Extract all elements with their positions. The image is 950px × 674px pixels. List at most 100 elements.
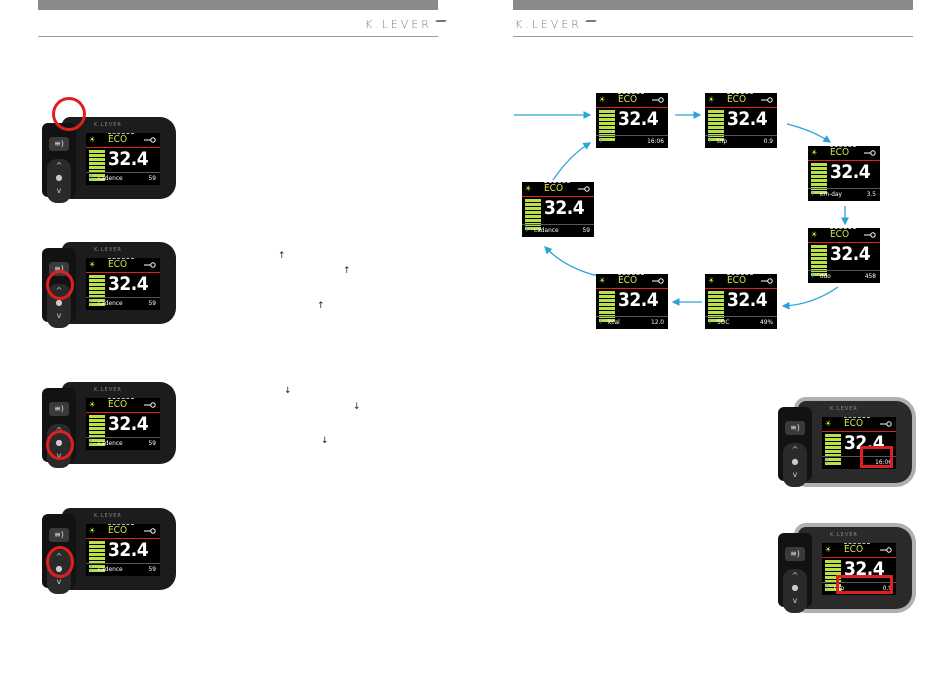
assist-bar xyxy=(89,415,105,418)
info-value: 16:06 xyxy=(647,137,664,145)
info-value: 0.9 xyxy=(763,137,773,145)
menu-button[interactable]: ≡) xyxy=(49,402,69,416)
key-icon xyxy=(652,97,664,103)
assist-bar xyxy=(89,295,105,298)
bluetooth-icon: ᛒ xyxy=(708,317,713,325)
assist-bar xyxy=(89,419,105,422)
key-icon xyxy=(144,528,156,534)
assist-bar xyxy=(825,454,841,457)
highlight-top-button xyxy=(52,97,86,131)
device-logo: K.LEVER xyxy=(830,532,858,538)
assist-bar xyxy=(599,118,615,121)
assist-bar xyxy=(599,114,615,117)
assist-bar xyxy=(811,179,827,182)
assist-bar xyxy=(599,303,615,306)
assist-bar xyxy=(708,291,724,294)
assist-bar xyxy=(708,307,724,310)
device-logo: K.LEVER xyxy=(94,122,122,128)
assist-bar xyxy=(89,545,105,548)
value-divider xyxy=(86,172,160,173)
assist-bar xyxy=(825,564,841,567)
key-icon xyxy=(864,232,876,238)
light-icon: ☀ xyxy=(811,230,818,239)
assist-level-bars xyxy=(825,560,841,592)
assist-bar xyxy=(811,253,827,256)
speed-value: 32.4 xyxy=(727,289,768,311)
dash-line xyxy=(727,274,753,276)
assist-level-bars xyxy=(89,150,105,182)
assist-bar xyxy=(89,174,105,177)
assist-bar xyxy=(89,431,105,434)
value-divider xyxy=(808,188,880,189)
assist-bar xyxy=(89,162,105,165)
brand-logo-left: K.LEVER xyxy=(365,18,432,31)
assist-bar xyxy=(89,435,105,438)
assist-mode: ECO xyxy=(618,94,638,105)
menu-button[interactable]: ≡) xyxy=(785,421,805,435)
dash-line xyxy=(830,228,856,230)
value-divider xyxy=(822,456,896,457)
assist-bar xyxy=(89,427,105,430)
red-divider xyxy=(808,160,880,161)
nav-buttons: ^●v xyxy=(783,443,807,487)
info-value: 0.9 xyxy=(882,584,892,592)
assist-level-bars xyxy=(89,275,105,307)
assist-bar xyxy=(525,211,541,214)
assist-bar xyxy=(708,311,724,314)
info-value: 59 xyxy=(148,565,156,573)
light-icon: ☀ xyxy=(825,419,832,428)
light-icon: ☀ xyxy=(89,135,96,144)
dash-line xyxy=(108,398,134,400)
assist-bar xyxy=(599,307,615,310)
assist-mode: ECO xyxy=(830,229,850,240)
arrow-up-icon: ↑ xyxy=(278,251,286,261)
info-label: trip xyxy=(834,584,845,592)
speed-value: 32.4 xyxy=(544,197,585,219)
red-divider xyxy=(822,431,896,432)
bluetooth-icon: ᛒ xyxy=(89,564,94,572)
assist-bar xyxy=(599,291,615,294)
value-divider xyxy=(705,316,777,317)
assist-bar xyxy=(708,319,724,322)
brand-logo-right: K.LEVER xyxy=(515,18,582,31)
assist-bar xyxy=(89,423,105,426)
bluetooth-icon: ᛒ xyxy=(811,189,816,197)
value-divider xyxy=(596,316,668,317)
assist-bar xyxy=(811,261,827,264)
menu-button[interactable]: ≡) xyxy=(785,547,805,561)
assist-bar xyxy=(599,319,615,322)
info-value: 12.0 xyxy=(650,318,664,326)
info-label: cadence xyxy=(98,565,123,573)
assist-bar xyxy=(708,110,724,113)
header-rule-left xyxy=(38,36,438,37)
menu-button[interactable]: ≡) xyxy=(49,528,69,542)
assist-bar xyxy=(708,138,724,141)
header-bar-left xyxy=(38,0,438,10)
assist-bar xyxy=(89,275,105,278)
info-value: 59 xyxy=(148,174,156,182)
assist-bar xyxy=(89,283,105,286)
dash-line xyxy=(108,133,134,135)
light-icon: ☀ xyxy=(525,184,532,193)
menu-button[interactable]: ≡) xyxy=(49,137,69,151)
key-icon xyxy=(761,278,773,284)
assist-bar xyxy=(708,303,724,306)
assist-mode: ECO xyxy=(727,275,747,286)
assist-bar xyxy=(89,569,105,572)
device-logo: K.LEVER xyxy=(830,406,858,412)
header-bar-right xyxy=(513,0,913,10)
arrow-down-icon: ↓ xyxy=(284,386,292,396)
key-icon xyxy=(864,150,876,156)
assist-level-bars xyxy=(89,541,105,573)
value-divider xyxy=(522,224,594,225)
info-label: cadence xyxy=(98,439,123,447)
assist-bar xyxy=(599,110,615,113)
